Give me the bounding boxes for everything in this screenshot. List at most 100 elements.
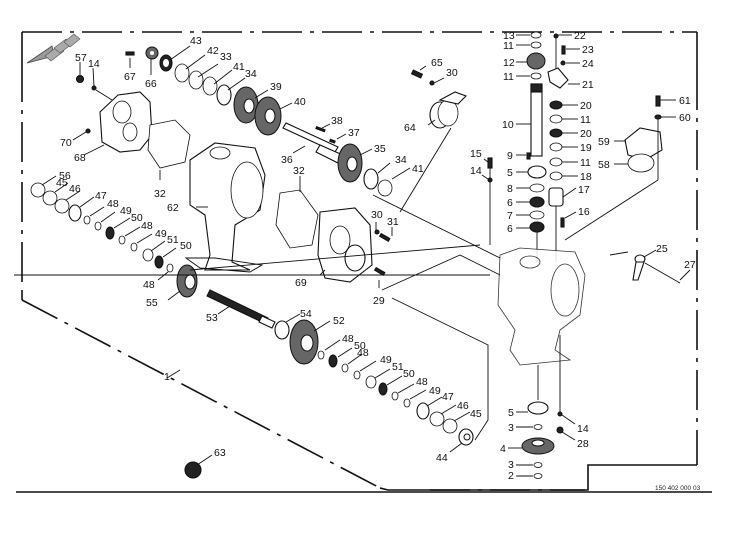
left-shaft-stack <box>30 182 174 273</box>
callout-65: 65 <box>431 57 443 69</box>
gearbox-housing-62 <box>184 142 266 273</box>
callout-49b: 49 <box>155 228 167 240</box>
lower-shaft-stack <box>317 350 474 446</box>
callout-25: 25 <box>656 243 668 255</box>
washer-14a <box>91 85 97 91</box>
washer-14c <box>557 411 563 417</box>
callout-68: 68 <box>74 152 86 164</box>
leader-lines <box>41 34 691 477</box>
callout-37: 37 <box>348 127 360 139</box>
callout-51b: 51 <box>392 361 404 373</box>
pin-9 <box>526 152 531 160</box>
callout-67: 67 <box>124 71 136 83</box>
callout-52: 52 <box>333 315 345 327</box>
callout-labels: 1 2 3 3 4 5 5 6 6 7 8 9 10 11 11 11 11 1… <box>56 30 696 482</box>
callout-48c: 48 <box>143 279 155 291</box>
callout-34b: 34 <box>395 154 407 166</box>
callout-11a: 11 <box>503 40 514 52</box>
callout-28: 28 <box>577 438 589 450</box>
callout-70: 70 <box>60 137 72 149</box>
bolt-61 <box>655 95 661 107</box>
callout-11b: 11 <box>503 71 514 83</box>
key-67 <box>125 51 135 56</box>
gasket-58 <box>627 153 655 173</box>
callout-21: 21 <box>582 79 594 91</box>
callout-55: 55 <box>146 297 158 309</box>
lever-25 <box>632 254 646 281</box>
callout-16: 16 <box>578 206 590 218</box>
callout-12: 12 <box>503 57 515 69</box>
bolt-65 <box>410 69 424 79</box>
callout-51a: 51 <box>167 234 179 246</box>
shaft-53 <box>206 289 276 329</box>
callout-57: 57 <box>75 52 87 64</box>
screw-31 <box>378 232 391 242</box>
callout-33: 33 <box>220 51 232 63</box>
callout-27: 27 <box>684 259 696 271</box>
callout-46a: 46 <box>69 183 81 195</box>
callout-44: 44 <box>436 452 448 464</box>
callout-3b: 3 <box>508 459 514 471</box>
callout-5a: 5 <box>507 167 513 179</box>
callout-62: 62 <box>167 202 179 214</box>
washer-60 <box>654 114 662 120</box>
leader-25-link <box>609 251 629 256</box>
callout-30b: 30 <box>371 209 383 221</box>
callout-6a: 6 <box>507 197 513 209</box>
callout-50b: 50 <box>180 240 192 252</box>
callout-48a: 48 <box>107 198 119 210</box>
cover-plate-68 <box>99 91 153 153</box>
callout-29: 29 <box>373 295 385 307</box>
ball-63 <box>184 461 202 479</box>
plug-28 <box>556 426 564 434</box>
pin-70 <box>85 128 91 134</box>
callout-41a: 41 <box>233 61 245 73</box>
callout-8: 8 <box>507 183 513 195</box>
callout-20a: 20 <box>580 100 592 112</box>
callout-2: 2 <box>508 470 514 482</box>
callout-11c: 11 <box>580 114 591 126</box>
cover-59 <box>624 127 663 161</box>
callout-48d: 48 <box>342 333 354 345</box>
callout-53: 53 <box>206 312 218 324</box>
callout-64: 64 <box>404 122 416 134</box>
callout-10: 10 <box>502 119 514 131</box>
vertical-shaft-stack <box>526 31 547 262</box>
callout-50a: 50 <box>131 212 143 224</box>
callout-3a: 3 <box>508 422 514 434</box>
callout-11d: 11 <box>580 157 591 169</box>
callout-47b: 47 <box>442 391 454 403</box>
callout-50d: 50 <box>403 368 415 380</box>
callout-4: 4 <box>500 443 506 455</box>
washer-30b <box>374 229 380 235</box>
pin-27 <box>644 262 681 284</box>
bearing-34b <box>363 168 379 190</box>
frame-diagonal <box>21 299 381 489</box>
callout-42: 42 <box>207 45 219 57</box>
upper-shaft-stack <box>159 54 282 136</box>
frame <box>16 31 712 493</box>
callout-56: 56 <box>59 170 71 182</box>
callout-20b: 20 <box>580 128 592 140</box>
callout-46b: 46 <box>457 400 469 412</box>
callout-48b: 48 <box>141 220 153 232</box>
callout-58: 58 <box>598 159 610 171</box>
callout-48e: 48 <box>357 347 369 359</box>
callout-54: 54 <box>300 308 312 320</box>
washer-30a <box>429 80 435 86</box>
callout-60: 60 <box>679 112 691 124</box>
callout-31: 31 <box>387 216 399 228</box>
end-cover-69 <box>317 207 373 283</box>
callout-63: 63 <box>214 447 226 459</box>
callout-23: 23 <box>582 44 594 56</box>
bolt-15 <box>487 157 493 169</box>
assembly-lines <box>14 127 501 441</box>
callout-9: 9 <box>507 150 513 162</box>
callout-22: 22 <box>574 30 586 42</box>
arrow-left-down-icon <box>26 33 81 64</box>
gasket-32a <box>147 119 191 169</box>
callout-49a: 49 <box>120 205 132 217</box>
callout-61: 61 <box>679 95 691 107</box>
callout-38: 38 <box>331 115 343 127</box>
